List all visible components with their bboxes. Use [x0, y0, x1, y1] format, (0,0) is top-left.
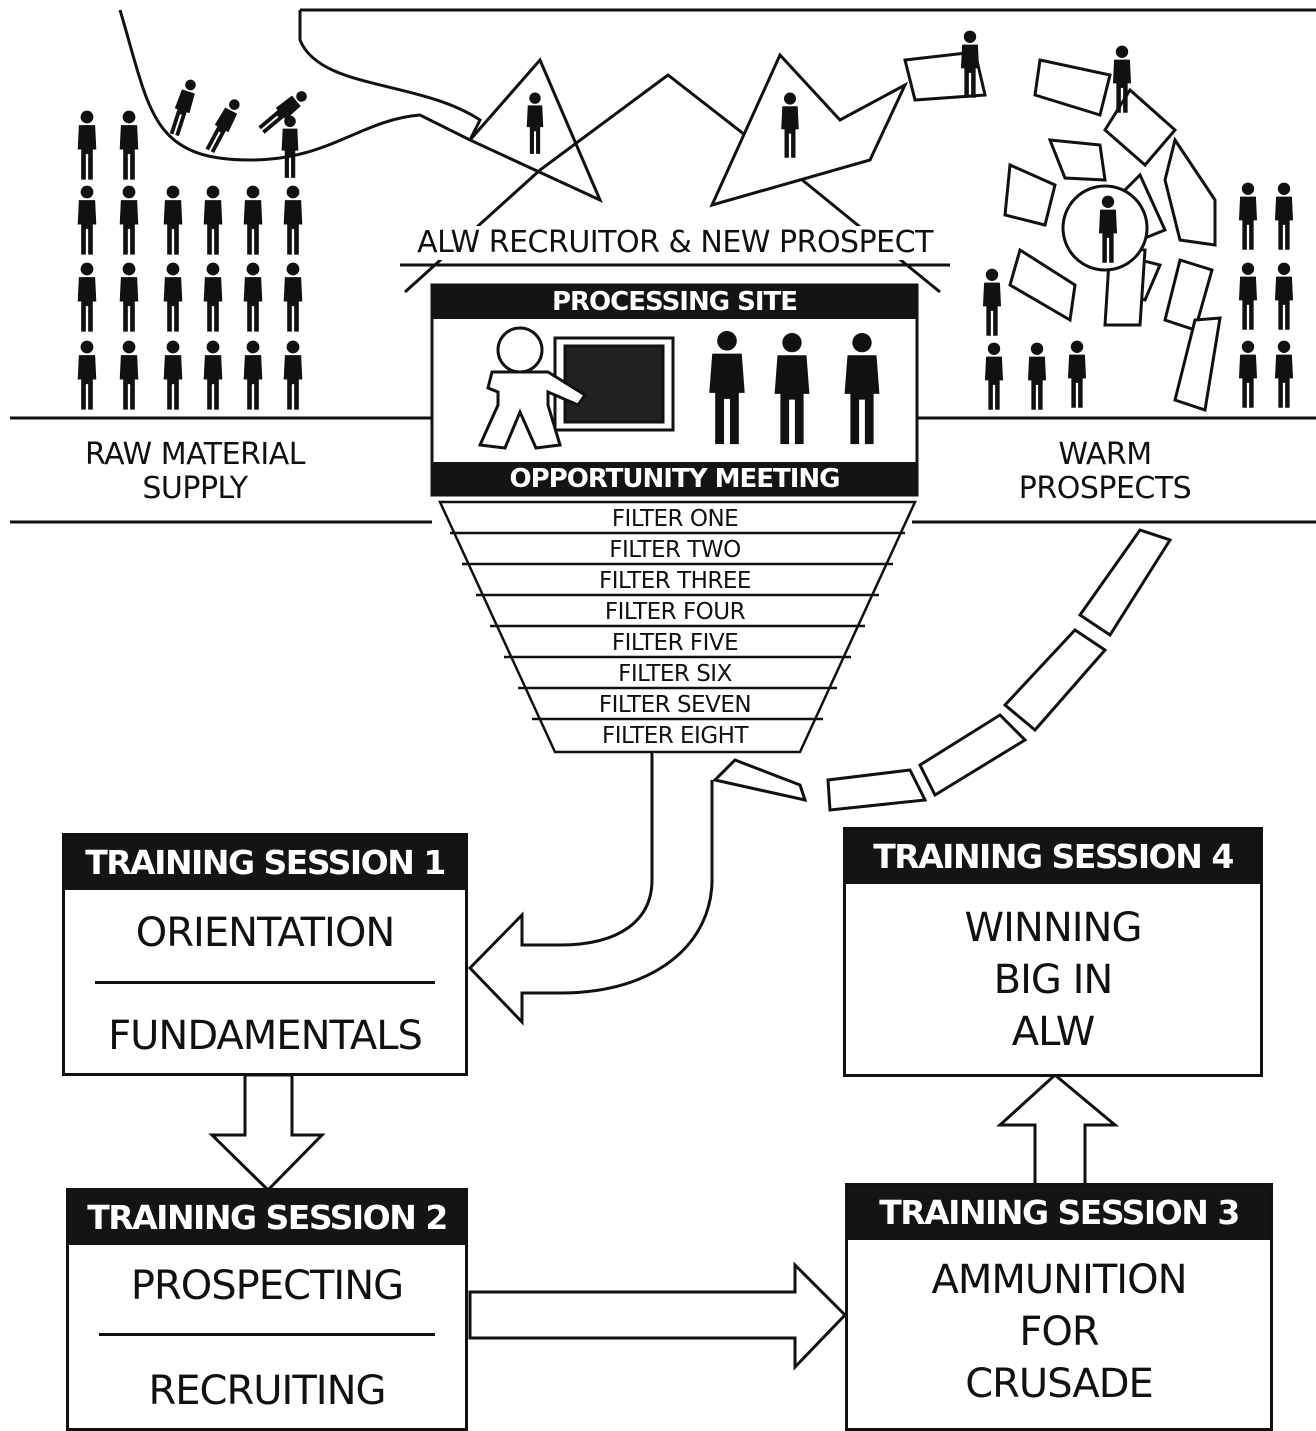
funnel: [438, 500, 917, 754]
session3-title: TRAINING SESSION 3: [848, 1186, 1270, 1240]
raw-material-person: [119, 262, 139, 332]
raw-material-person: [163, 340, 183, 410]
training-session-1: TRAINING SESSION 1 ORIENTATION FUNDAMENT…: [62, 833, 468, 1076]
warm-prospect-person: [1027, 342, 1047, 410]
filter-one: FILTER ONE: [611, 506, 739, 532]
raw-material-person: [243, 262, 263, 332]
processing-site-banner: PROCESSING SITE: [432, 285, 917, 319]
training-session-3: TRAINING SESSION 3 AMMUNITION FOR CRUSAD…: [845, 1183, 1273, 1431]
session2-divider: [99, 1333, 435, 1336]
session4-body: WINNING BIG IN ALW: [964, 905, 1143, 1055]
training-session-2: TRAINING SESSION 2 PROSPECTING RECRUITIN…: [66, 1188, 468, 1431]
filter-two: FILTER TWO: [609, 537, 741, 563]
processing-box: [430, 283, 919, 497]
warm-prospect-person: [1274, 262, 1294, 330]
session1-divider: [95, 981, 435, 984]
recruiter-peaks: [400, 52, 950, 294]
recruiter-label: ALW RECRUITOR & NEW PROSPECT: [395, 226, 955, 260]
warm-prospect-person: [1274, 182, 1294, 250]
ground-lines: [10, 8, 1316, 524]
session1-line2: FUNDAMENTALS: [108, 1013, 423, 1059]
warm-prospect-person: [984, 342, 1004, 410]
raw-material-person: [77, 110, 97, 180]
raw-material-label: RAW MATERIAL SUPPLY: [85, 437, 306, 506]
raw-material-person: [77, 262, 97, 332]
session2-title: TRAINING SESSION 2: [69, 1191, 465, 1245]
warm-prospects-ring: [903, 50, 1222, 412]
raw-material-person: [163, 262, 183, 332]
warm-prospect-person: [982, 268, 1002, 336]
raw-material-person: [203, 262, 223, 332]
session1-title: TRAINING SESSION 1: [65, 836, 465, 890]
raw-material-person: [77, 185, 97, 255]
warm-prospect-person: [1274, 340, 1294, 408]
raw-material-person: [119, 340, 139, 410]
session1-line1: ORIENTATION: [135, 910, 396, 956]
raw-material-person: [283, 262, 303, 332]
warm-prospect-person: [1238, 262, 1258, 330]
raw-material-crowd: [77, 110, 303, 410]
filter-seven: FILTER SEVEN: [598, 692, 752, 718]
raw-material-person: [283, 340, 303, 410]
supply-arrow: [118, 9, 603, 203]
raw-material-person: [283, 185, 303, 255]
session2-to-3-arrow: [468, 1261, 848, 1371]
filter-five: FILTER FIVE: [611, 630, 739, 656]
raw-material-person: [281, 115, 299, 178]
filter-six: FILTER SIX: [618, 661, 732, 687]
filter-three: FILTER THREE: [599, 568, 751, 594]
warm-prospect-person: [1238, 340, 1258, 408]
raw-material-person: [163, 185, 183, 255]
presenter-figure: [477, 326, 588, 450]
session1-to-2-arrow: [208, 1073, 326, 1193]
opportunity-meeting-banner: OPPORTUNITY MEETING: [432, 462, 917, 496]
session3-body: AMMUNITION FOR CRUSADE: [931, 1257, 1187, 1407]
raw-material-person: [77, 340, 97, 410]
funnel-to-session1-arrow: [467, 752, 714, 1026]
filter-four: FILTER FOUR: [604, 599, 746, 625]
raw-material-person: [203, 340, 223, 410]
warm-prospects-label: WARM PROSPECTS: [1018, 437, 1192, 506]
session4-title: TRAINING SESSION 4: [846, 830, 1260, 884]
session2-line2: RECRUITING: [148, 1368, 386, 1414]
warm-prospect-person: [1067, 340, 1087, 408]
filter-eight: FILTER EIGHT: [601, 723, 749, 749]
warm-prospect-person: [1238, 182, 1258, 250]
raw-material-person: [119, 110, 139, 180]
training-session-4: TRAINING SESSION 4 WINNING BIG IN ALW: [843, 827, 1263, 1077]
raw-material-person: [243, 185, 263, 255]
session3-to-4-arrow: [996, 1073, 1120, 1187]
session2-line1: PROSPECTING: [130, 1263, 404, 1309]
return-path: [712, 528, 1173, 812]
raw-material-person: [243, 340, 263, 410]
raw-material-person: [119, 185, 139, 255]
raw-material-person: [203, 185, 223, 255]
